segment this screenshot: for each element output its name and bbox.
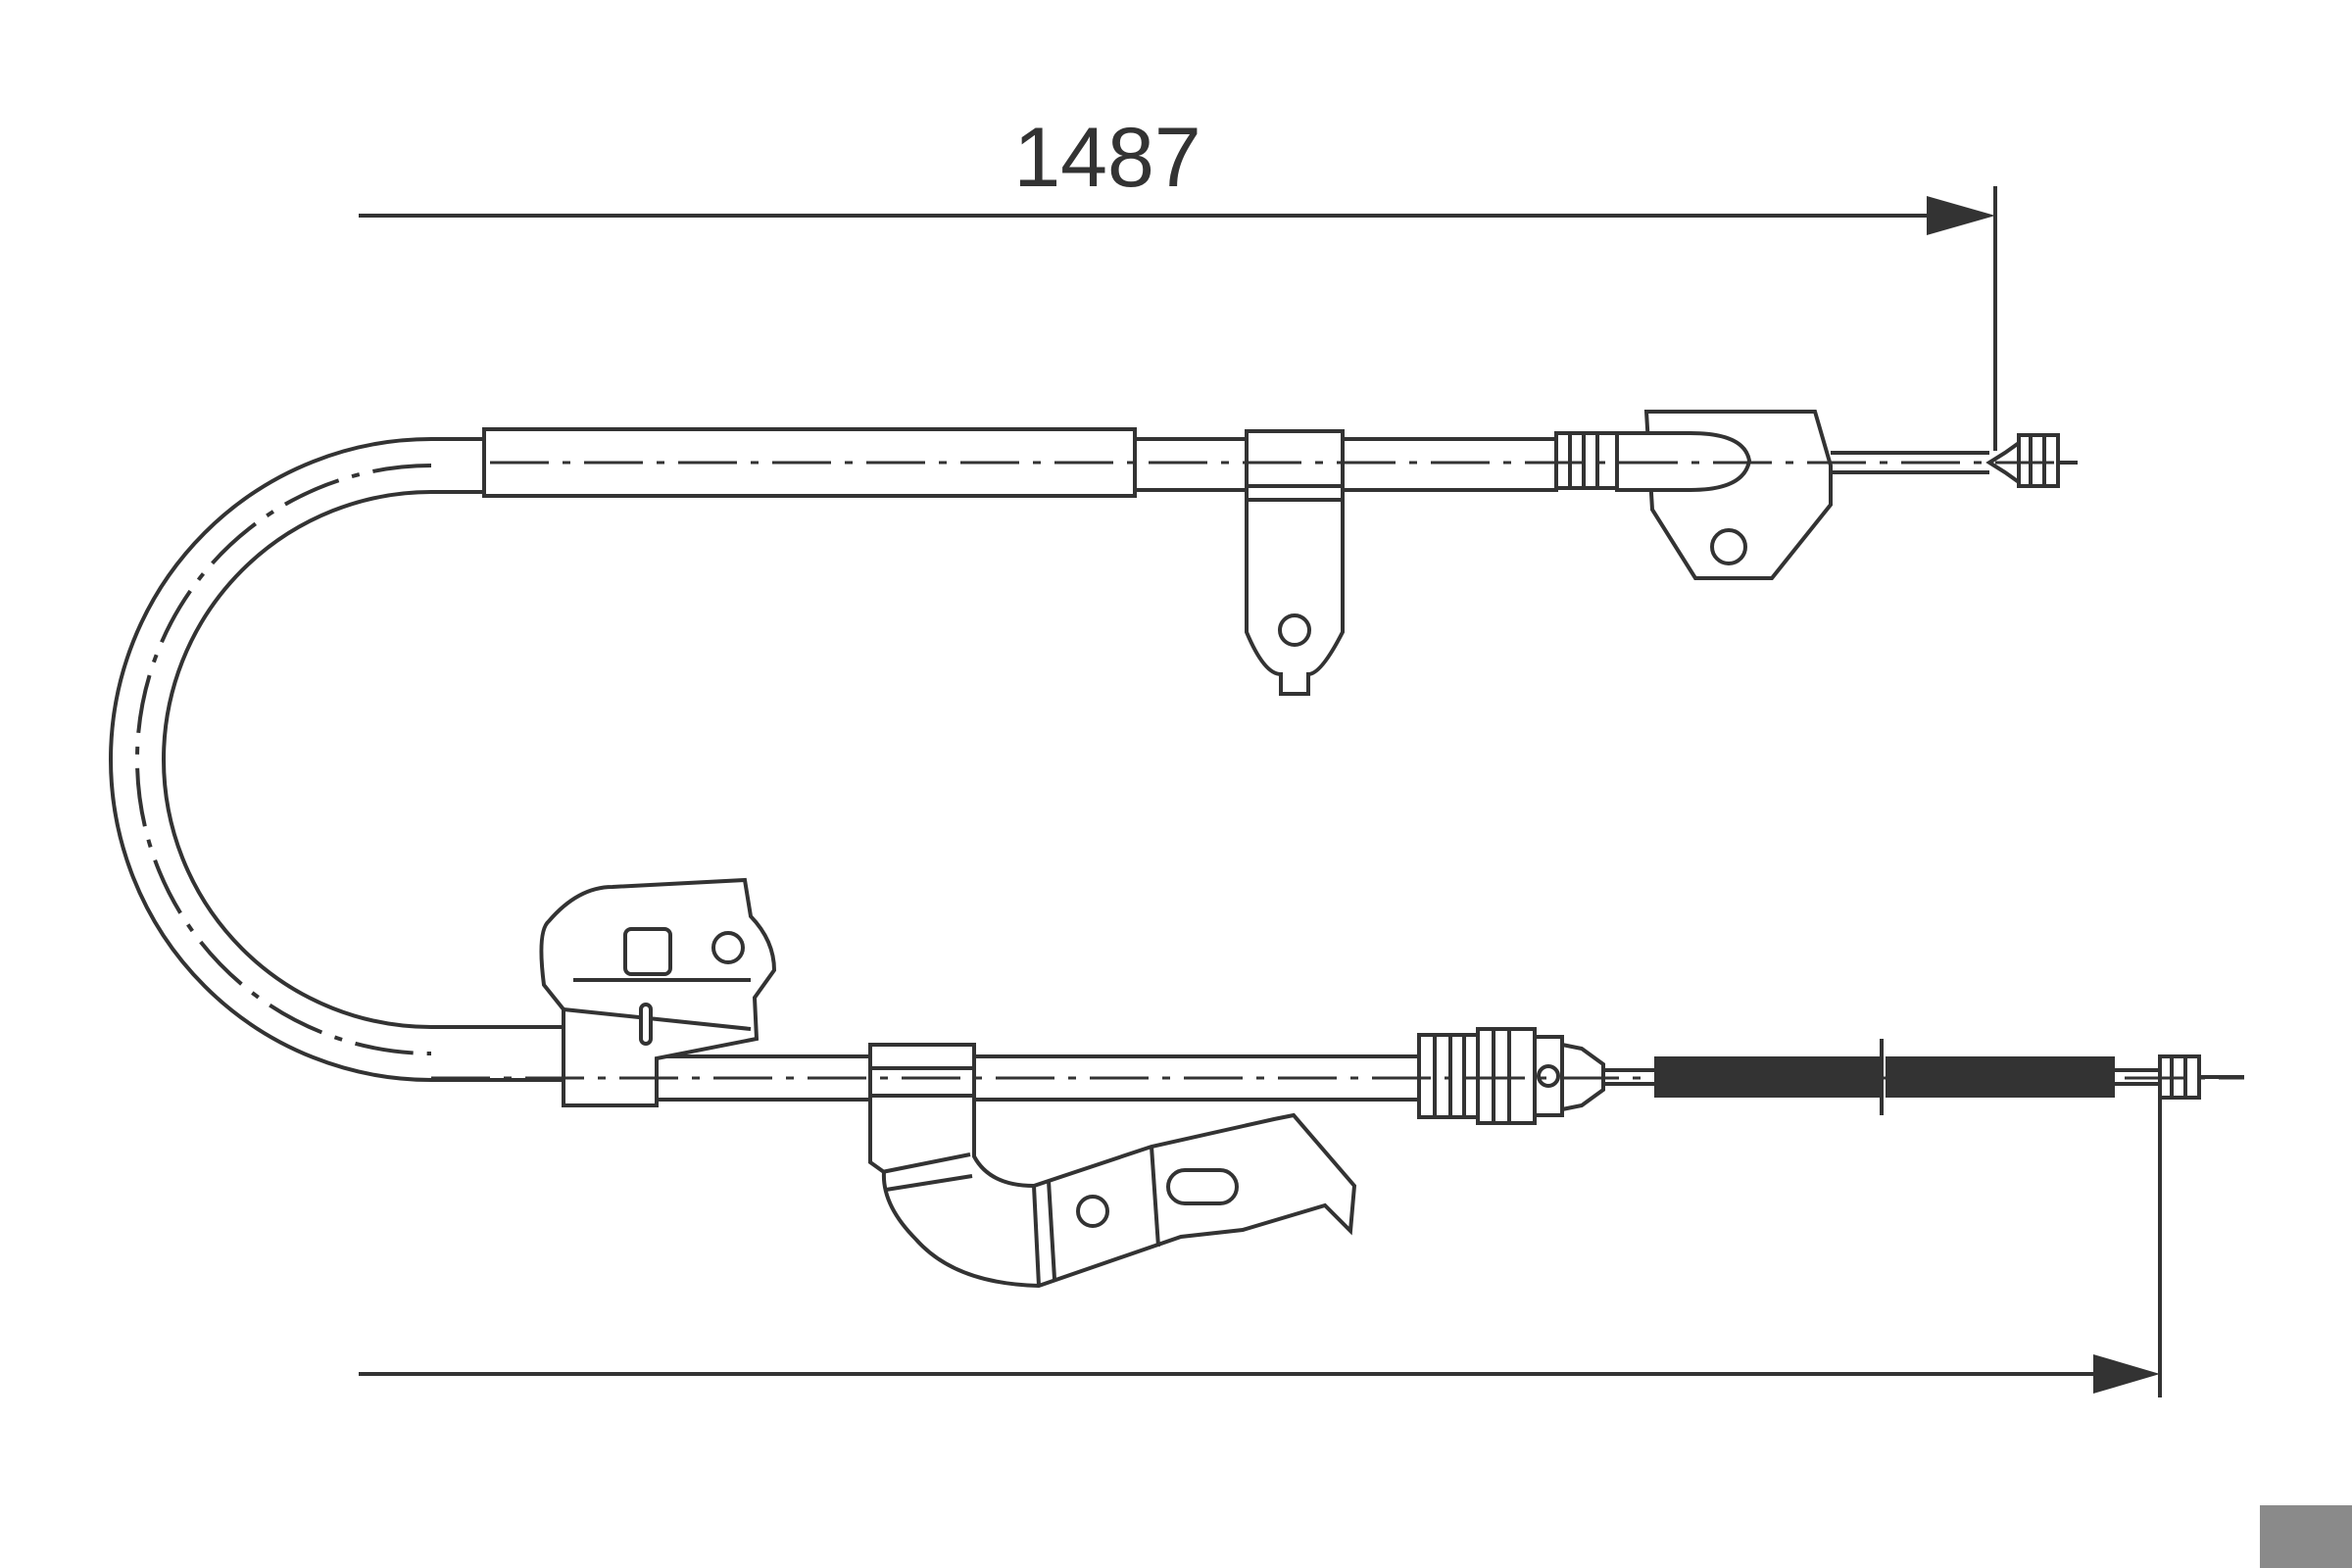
bottom-left-bracket <box>539 877 777 1107</box>
top-dimension <box>359 186 1997 451</box>
corner-tab <box>2260 1505 2352 1568</box>
top-cable <box>1135 437 1558 492</box>
bottom-center-bracket <box>868 1043 1357 1289</box>
top-end-fitting <box>1554 410 2078 580</box>
bottom-end-fitting <box>1417 1027 2244 1125</box>
top-mounting-clip <box>1245 429 1345 696</box>
bottom-sheath <box>568 1054 1421 1102</box>
cable-sheath <box>109 437 568 1082</box>
dimension-label: 1487 <box>1013 111 1201 205</box>
centerlines <box>431 461 2244 1080</box>
bottom-dimension <box>359 1068 2162 1397</box>
